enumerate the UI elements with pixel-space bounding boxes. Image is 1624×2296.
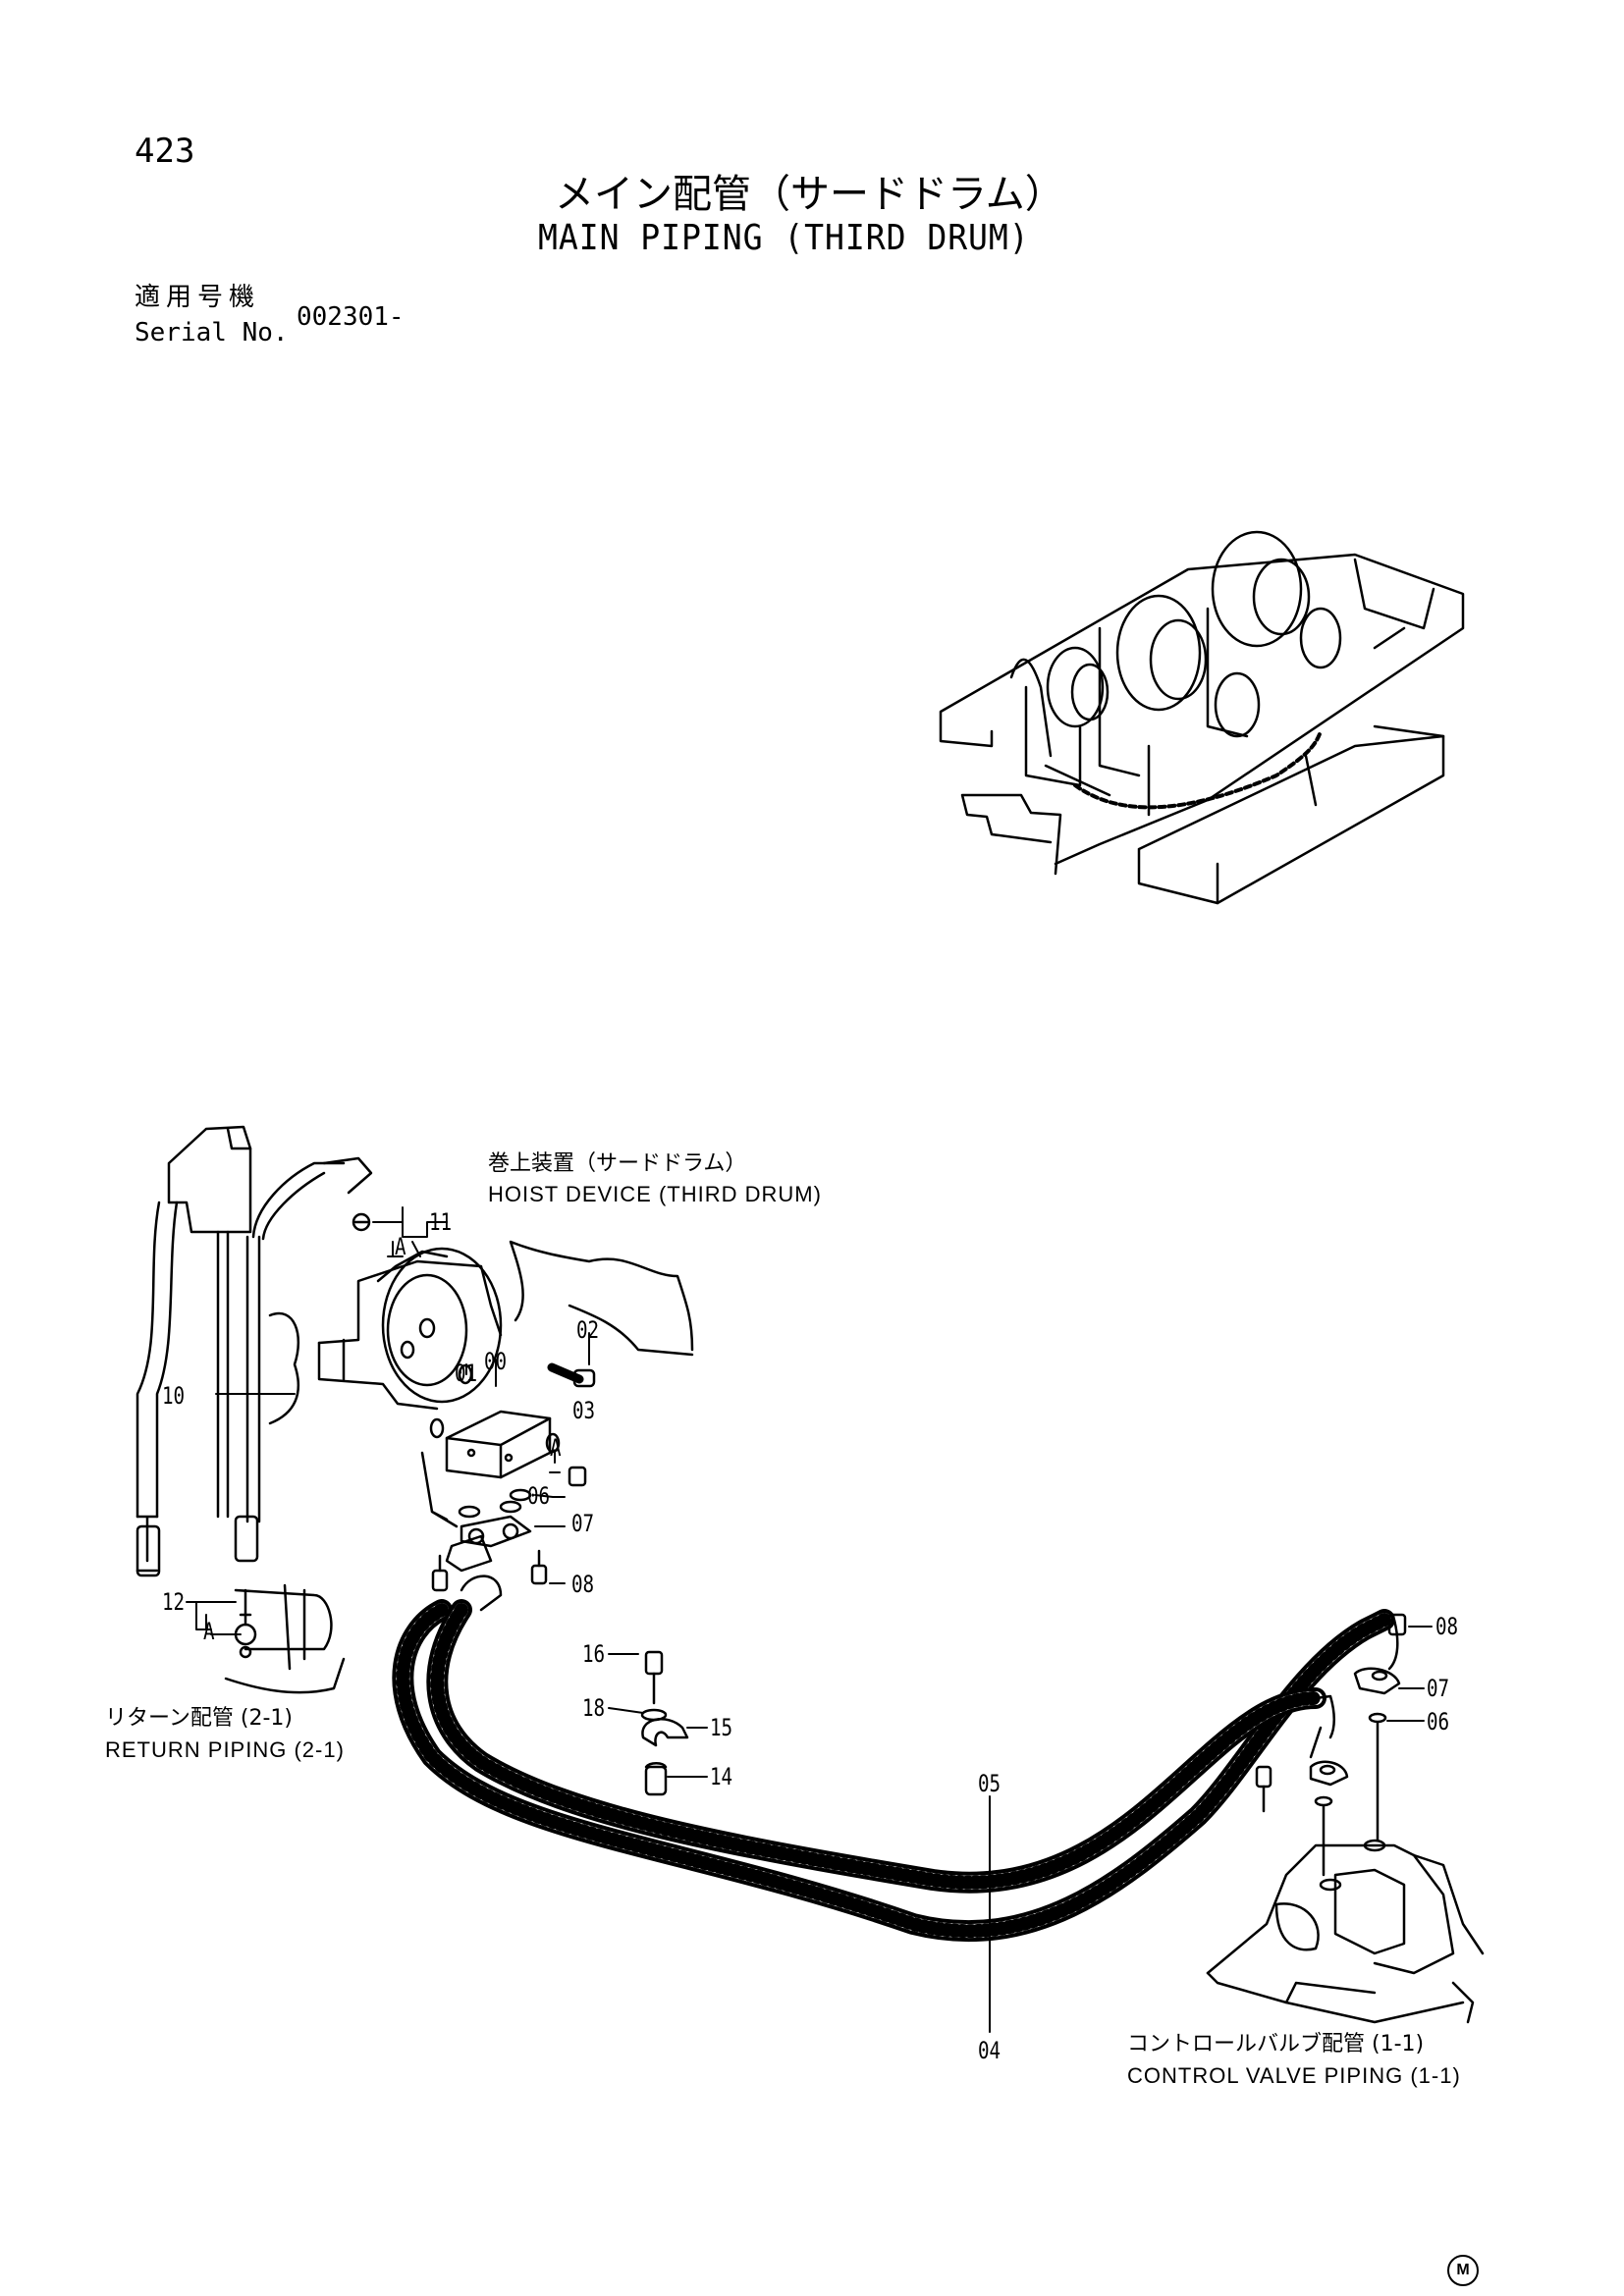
control-valve-label-japanese: コントロールバルブ配管 (1-1) (1127, 2032, 1425, 2056)
return-piping-label-english: RETURN PIPING (2-1) (105, 1737, 345, 1762)
callout-00: 00 (484, 1348, 508, 1375)
callout-18: 18 (582, 1694, 606, 1722)
machine-overview-illustration (939, 530, 1465, 905)
callout-02: 02 (576, 1316, 600, 1344)
callout-08-top: 08 (571, 1571, 595, 1598)
page-title-japanese: メイン配管（サードドラム） (555, 172, 1064, 217)
m-marker-symbol: M (1447, 2255, 1479, 2286)
serial-label-japanese: 適用号機 (135, 283, 261, 312)
page-title-english: MAIN PIPING (THIRD DRUM) (538, 218, 1030, 258)
callout-06-top: 06 (527, 1482, 551, 1510)
leader-lines (186, 1206, 1433, 2033)
control-valve-illustration (1206, 1613, 1485, 2024)
serial-label-english: Serial No. (135, 318, 289, 347)
callout-03: 03 (572, 1397, 596, 1424)
callout-04: 04 (978, 2037, 1001, 2064)
callout-a-left: A (203, 1618, 215, 1645)
hoist-device-label-japanese: 巻上装置（サードドラム） (488, 1151, 747, 1176)
callout-12: 12 (162, 1588, 186, 1616)
hoist-device-illustration (317, 1212, 694, 1612)
return-piping-label-japanese: リターン配管 (2-1) (105, 1706, 293, 1731)
callout-a-right: A (550, 1434, 562, 1462)
control-valve-label-english: CONTROL VALVE PIPING (1-1) (1127, 2063, 1461, 2088)
callout-11: 11 (429, 1208, 453, 1236)
callout-16: 16 (582, 1640, 606, 1668)
callout-a-top: A (395, 1233, 406, 1260)
hoist-device-label-english: HOIST DEVICE (THIRD DRUM) (488, 1182, 822, 1206)
hose-assembly (392, 1599, 1399, 1943)
callout-06-right: 06 (1427, 1708, 1450, 1735)
callout-01: 01 (455, 1360, 478, 1387)
callout-14: 14 (710, 1763, 733, 1790)
page-number: 423 (135, 132, 195, 171)
callout-15: 15 (710, 1714, 733, 1741)
callout-08-right: 08 (1435, 1613, 1459, 1640)
callout-07-top: 07 (571, 1510, 595, 1537)
clamp-parts (640, 1650, 689, 1796)
callout-07-right: 07 (1427, 1675, 1450, 1702)
return-piping-illustration (135, 1125, 373, 1694)
callout-05: 05 (978, 1770, 1001, 1797)
callout-10: 10 (162, 1382, 186, 1410)
serial-number-value: 002301- (297, 302, 405, 332)
